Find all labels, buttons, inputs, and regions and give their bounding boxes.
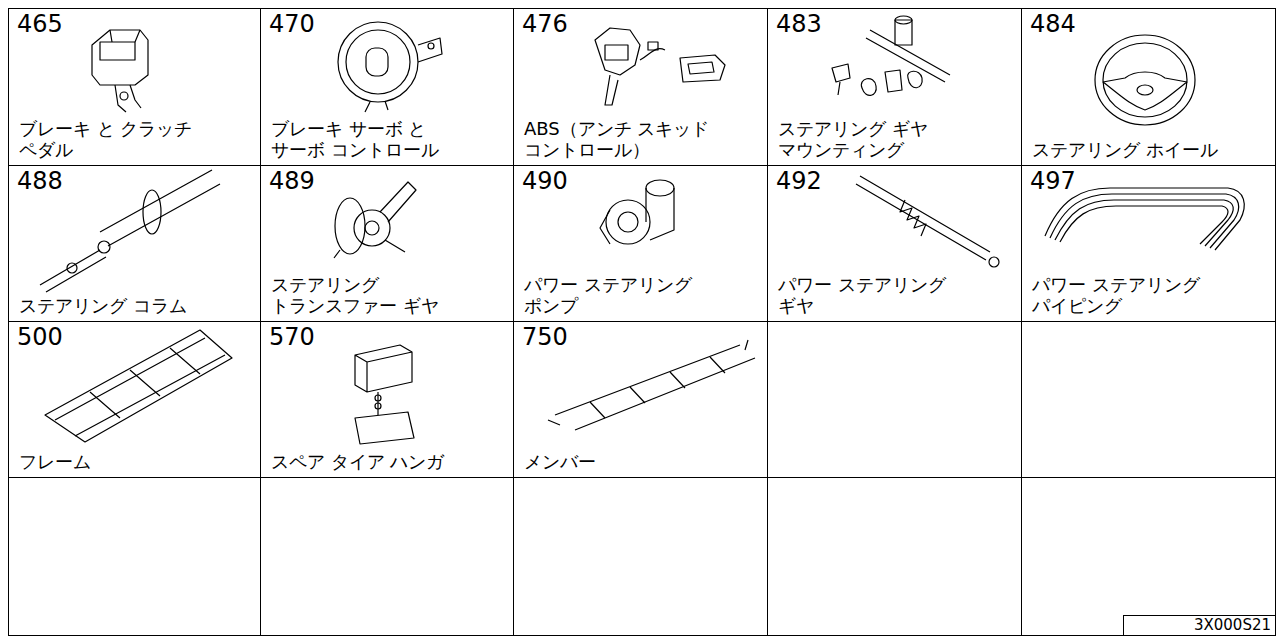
catalog-cell: 490 パワー ステアリング ポンプ bbox=[513, 165, 768, 322]
section-number: 750 bbox=[522, 324, 568, 350]
section-name: ブレーキ と クラッチ ペダル bbox=[19, 118, 229, 161]
catalog-cell: 488 ステアリング コラム bbox=[8, 165, 261, 322]
section-number: 465 bbox=[17, 11, 63, 37]
section-name: ステアリング ホイール bbox=[1032, 139, 1218, 161]
section-number: 488 bbox=[17, 168, 63, 194]
section-number: 489 bbox=[269, 168, 315, 194]
section-number: 570 bbox=[269, 324, 315, 350]
section-name: メンバー bbox=[524, 451, 596, 473]
section-number: 483 bbox=[776, 11, 822, 37]
drawing-code: 3X000S21 bbox=[1194, 616, 1271, 635]
section-number: 492 bbox=[776, 168, 822, 194]
catalog-cell: 476ABS（アンチ スキッド コントロール） bbox=[513, 8, 768, 166]
drawing-code-box: 3X000S21 bbox=[1123, 615, 1276, 636]
catalog-cell: 489 ステアリング トランスファー ギヤ bbox=[260, 165, 514, 322]
catalog-cell: 497 パワー ステアリング パイピング bbox=[1021, 165, 1276, 322]
section-number: 490 bbox=[522, 168, 568, 194]
catalog-cell: 500 フレーム bbox=[8, 321, 261, 478]
section-name: ABS（アンチ スキッド コントロール） bbox=[524, 118, 754, 161]
catalog-cell: 484 ステアリング ホイール bbox=[1021, 8, 1276, 166]
section-name: ステアリング トランスファー ギヤ bbox=[271, 274, 471, 317]
catalog-cell: 750 メンバー bbox=[513, 321, 768, 478]
section-number: 484 bbox=[1030, 11, 1076, 37]
section-number: 500 bbox=[17, 324, 63, 350]
catalog-cell: 570 スペア タイア ハンガ bbox=[260, 321, 514, 478]
catalog-cell: 470 ブレーキ サーボ と サーボ コントロール bbox=[260, 8, 514, 166]
catalog-cell: 465 ブレーキ と クラッチ ペダル bbox=[8, 8, 261, 166]
section-number: 497 bbox=[1030, 168, 1076, 194]
section-name: パワー ステアリング パイピング bbox=[1032, 274, 1232, 317]
section-name: ステアリング ギヤ マウンティング bbox=[778, 118, 1008, 161]
section-number: 476 bbox=[522, 11, 568, 37]
catalog-cell: 492 パワー ステアリング ギヤ bbox=[767, 165, 1022, 322]
grid-lines bbox=[8, 8, 1276, 636]
section-name: スペア タイア ハンガ bbox=[271, 451, 444, 473]
part-drawings bbox=[40, 16, 1244, 444]
section-number: 470 bbox=[269, 11, 315, 37]
section-name: ブレーキ サーボ と サーボ コントロール bbox=[271, 118, 471, 161]
section-name: ステアリング コラム bbox=[19, 295, 187, 317]
section-name: フレーム bbox=[19, 451, 91, 473]
section-name: パワー ステアリング ポンプ bbox=[524, 274, 724, 317]
catalog-cell: 483 ステアリング ギヤ マウンティング bbox=[767, 8, 1022, 166]
section-name: パワー ステアリング ギヤ bbox=[778, 274, 978, 317]
